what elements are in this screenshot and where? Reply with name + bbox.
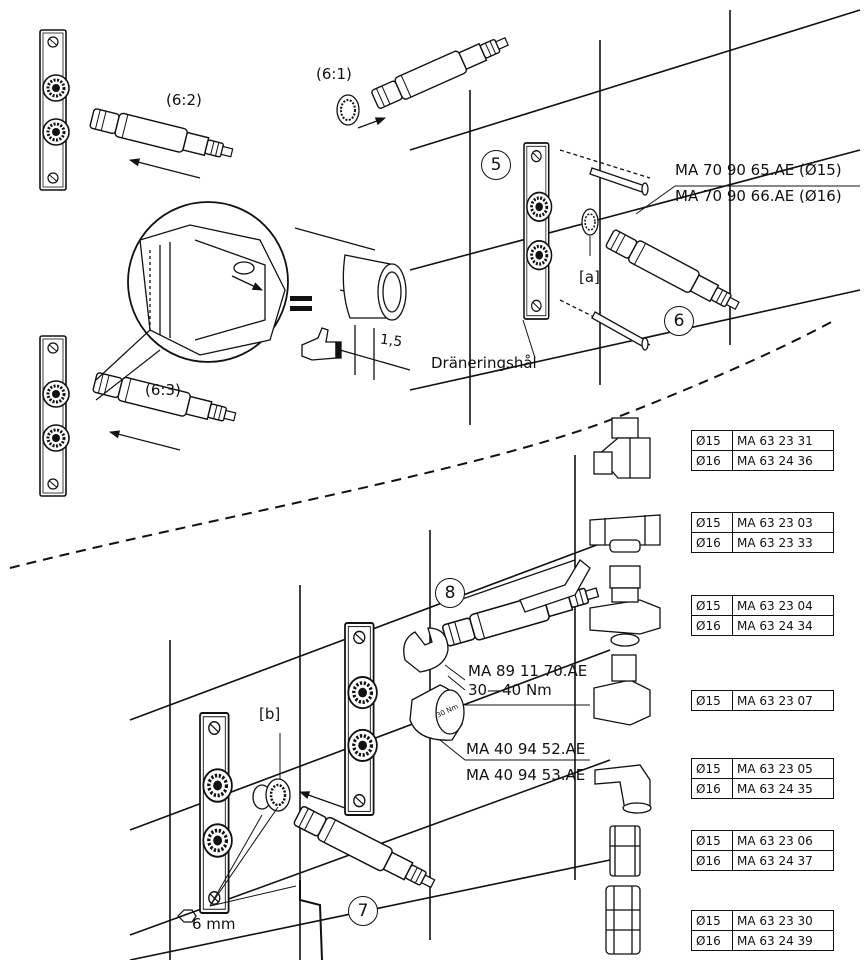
diameter-cell: Ø15 [691,910,733,931]
code-cell: MA 63 23 33 [732,532,834,553]
diameter-cell: Ø15 [691,758,733,779]
code-cell: MA 63 24 34 [732,615,834,636]
step-7-marker: 7 [348,896,378,926]
diameter-cell: Ø15 [691,830,733,851]
code-cell: MA 63 24 39 [732,930,834,951]
code-cell: MA 63 23 07 [732,690,834,711]
drain-hole-label: Dräneringshål [431,354,537,372]
diameter-cell: Ø16 [691,532,733,553]
wrench-code: MA 89 11 70.AE [468,662,588,680]
diameter-cell: Ø15 [691,512,733,533]
code-cell: MA 63 23 05 [732,758,834,779]
filter-bracket-a: [a] [579,268,600,286]
diameter-cell: Ø15 [691,595,733,616]
diameter-cell: Ø16 [691,615,733,636]
detail-label-6-1: (6:1) [316,65,352,83]
code-cell: MA 63 23 06 [732,830,834,851]
cartridge-code-d15: MA 70 90 65.AE (Ø15) [675,161,842,179]
cap-code-2: MA 40 94 53.AE [466,766,586,784]
diameter-cell: Ø15 [691,430,733,451]
step-8-marker: 8 [435,578,465,608]
code-cell: MA 63 23 04 [732,595,834,616]
code-cell: MA 63 24 37 [732,850,834,871]
code-cell: MA 63 24 35 [732,778,834,799]
code-cell: MA 63 24 36 [732,450,834,471]
valve-bracket-b: [b] [259,705,281,723]
step-5-marker: 5 [481,150,511,180]
step-6-marker: 6 [664,306,694,336]
cap-code-1: MA 40 94 52.AE [466,740,586,758]
dimension-label: 1,5 [378,331,404,351]
diameter-cell: Ø16 [691,450,733,471]
detail-label-6-3: (6:3) [145,381,181,399]
cartridge-code-d16: MA 70 90 66.AE (Ø16) [675,187,842,205]
hex-key-size: 6 mm [192,915,236,933]
diameter-cell: Ø16 [691,850,733,871]
detail-label-6-2: (6:2) [166,91,202,109]
diameter-cell: Ø16 [691,778,733,799]
code-cell: MA 63 23 31 [732,430,834,451]
diameter-cell: Ø16 [691,930,733,951]
code-cell: MA 63 23 30 [732,910,834,931]
diameter-cell: Ø15 [691,690,733,711]
code-cell: MA 63 23 03 [732,512,834,533]
torque-label: 30—40 Nm [468,681,552,699]
